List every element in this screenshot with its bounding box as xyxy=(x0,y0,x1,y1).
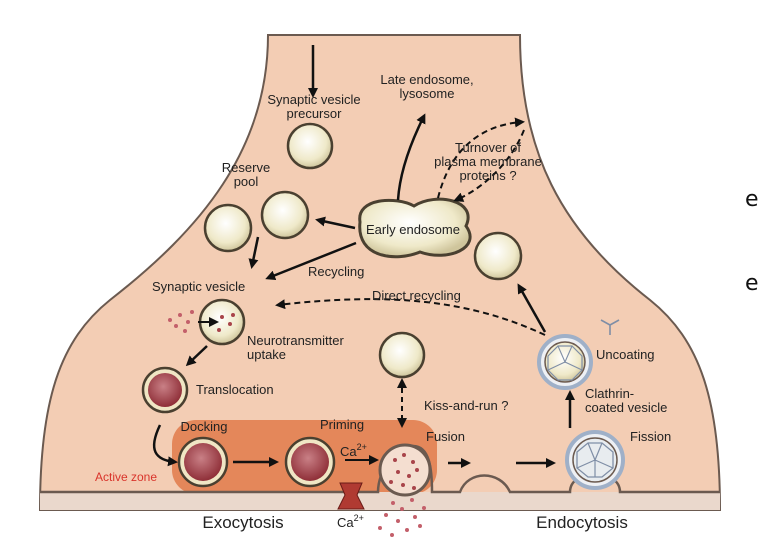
translocation-arrow xyxy=(152,424,178,467)
side-fragment-2: e xyxy=(745,271,759,296)
label-translocation: Translocation xyxy=(196,382,274,397)
docking-vesicle xyxy=(177,436,229,488)
membrane-bottom xyxy=(40,492,720,510)
calcium-channel xyxy=(337,482,365,510)
vesicle-precursor xyxy=(286,122,334,170)
solid-arrows xyxy=(185,45,575,468)
label-clathrin-coated-vesicle-1: Clathrin- xyxy=(585,386,634,401)
priming-vesicle xyxy=(284,436,336,488)
reserve-pool-vesicle-1 xyxy=(203,203,253,253)
clathrin-triskelion xyxy=(600,319,620,335)
clathrin-coated-pit xyxy=(565,430,625,490)
reserve-pool-vesicle-2 xyxy=(260,190,310,240)
label-neurotransmitter-uptake-2: uptake xyxy=(247,347,286,362)
uncoating-vesicle xyxy=(537,334,593,390)
synaptic-vesicle-uptake xyxy=(168,298,246,346)
label-synaptic-vesicle: Synaptic vesicle xyxy=(152,279,245,294)
translocation-vesicle xyxy=(141,366,189,414)
label-exocytosis: Exocytosis xyxy=(202,513,283,532)
label-endocytosis: Endocytosis xyxy=(536,513,628,532)
label-priming: Priming xyxy=(320,417,364,432)
label-clathrin-coated-vesicle-2: coated vesicle xyxy=(585,400,667,415)
label-turnover-2: plasma membrane xyxy=(434,154,542,169)
label-neurotransmitter-uptake-1: Neurotransmitter xyxy=(247,333,344,348)
label-late-endosome-1: Late endosome, xyxy=(380,72,473,87)
label-reserve-pool-1: Reserve xyxy=(222,160,270,175)
label-reserve-pool-2: pool xyxy=(234,174,259,189)
label-turnover-1: Turnover of xyxy=(455,140,521,155)
label-calcium-top: Ca2+ xyxy=(340,442,367,459)
label-fission: Fission xyxy=(630,429,671,444)
side-fragment-1: e xyxy=(745,187,759,212)
label-early-endosome: Early endosome xyxy=(366,222,460,237)
label-docking: Docking xyxy=(181,419,228,434)
label-uncoating: Uncoating xyxy=(596,347,655,362)
label-active-zone: Active zone xyxy=(95,470,157,484)
released-neurotransmitter xyxy=(378,498,426,537)
label-synaptic-vesicle-precursor-1: Synaptic vesicle xyxy=(267,92,360,107)
recycled-vesicle xyxy=(473,231,523,281)
label-calcium-bottom: Ca2+ xyxy=(337,513,364,530)
label-kiss-and-run: Kiss-and-run ? xyxy=(424,398,509,413)
kiss-and-run-vesicle xyxy=(378,331,426,379)
label-late-endosome-2: lysosome xyxy=(400,86,455,101)
label-fusion: Fusion xyxy=(426,429,465,444)
label-synaptic-vesicle-precursor-2: precursor xyxy=(287,106,343,121)
dashed-arrows xyxy=(275,117,546,336)
early-endosome xyxy=(358,197,472,259)
label-turnover-3: proteins ? xyxy=(459,168,516,183)
label-recycling: Recycling xyxy=(308,264,364,279)
label-direct-recycling: Direct recycling xyxy=(372,288,461,303)
fusion-vesicle xyxy=(378,443,432,497)
